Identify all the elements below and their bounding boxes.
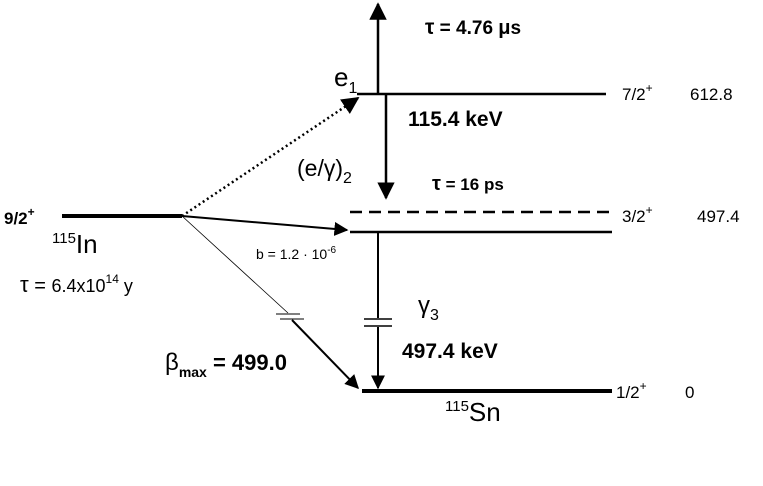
branching-ratio-label: b = 1.2 · 10-6 — [256, 245, 337, 262]
beta-arrow — [291, 319, 359, 390]
branch-arrow — [181, 215, 349, 236]
ground-level-energy-label: 0 — [685, 383, 694, 402]
gamma3-label: γ3 — [418, 292, 439, 324]
beta-thin-line — [181, 215, 289, 314]
e1-label: e1 — [334, 62, 357, 97]
isomer-level-spin-label: 3/2+ — [622, 203, 653, 226]
transition-2-type-label: (e/γ)2 — [297, 155, 352, 187]
transition-2-energy-label: 115.4 keV — [408, 108, 503, 131]
tau-mid-label: τ = 16 ps — [432, 173, 504, 195]
parent-nuclide-label: 115In — [52, 229, 98, 259]
parent-spin-label: 9/2+ — [4, 205, 35, 228]
top-level-spin-label: 7/2+ — [622, 81, 653, 104]
ground-level-spin-label: 1/2+ — [616, 379, 647, 402]
parent-halflife-label: τ = 6.4x1014 y — [20, 272, 133, 297]
daughter-nuclide-label: 115Sn — [445, 397, 501, 427]
beta-max-label: βmax = 499.0 — [165, 349, 287, 380]
isomer-level-energy-label: 497.4 — [697, 207, 740, 226]
transition-3-energy-label: 497.4 keV — [402, 340, 498, 363]
top-level-energy-label: 612.8 — [690, 85, 733, 104]
tau-top-label: τ = 4.76 μs — [425, 16, 521, 39]
e1-dotted-arrow — [181, 96, 360, 218]
